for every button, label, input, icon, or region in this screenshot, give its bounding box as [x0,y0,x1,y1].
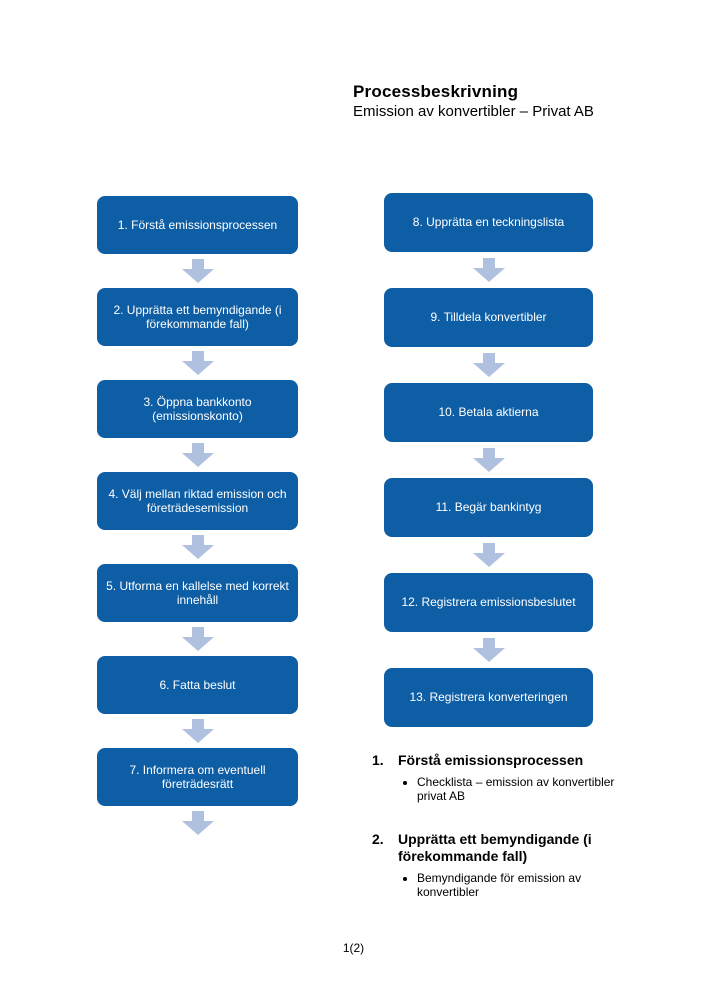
flow-step-1: 1. Förstå emissionsprocessen [97,196,298,254]
flow-step-11: 11. Begär bankintyg [384,478,593,537]
detail-bullet: Checklista – emission av konvertibler pr… [417,775,623,804]
flow-step-13: 13. Registrera konverteringen [384,668,593,727]
detail-number: 2. [372,831,384,848]
document-header: Processbeskrivning Emission av konvertib… [353,82,683,121]
flow-step-8: 8. Upprätta en teckningslista [384,193,593,252]
detail-heading: Upprätta ett bemyndigande (i förekommand… [398,831,592,864]
flow-step-5: 5. Utforma en kallelse med korrekt inneh… [97,564,298,622]
page-title: Processbeskrivning [353,82,519,101]
flow-step-7: 7. Informera om eventuell företrädesrätt [97,748,298,806]
detail-number: 1. [372,752,384,768]
detail-item-2: 2. Upprätta ett bemyndigande (i förekomm… [372,831,630,900]
flow-step-2: 2. Upprätta ett bemyndigande (i förekomm… [97,288,298,346]
flowchart-right-column: 8. Upprätta en teckningslista 9. Tilldel… [384,193,593,727]
detail-heading: Förstå emissionsprocessen [398,752,584,768]
down-arrow-icon [181,443,214,467]
down-arrow-icon [472,543,505,567]
details-list: 1. Förstå emissionsprocessen Checklista … [372,752,630,927]
down-arrow-icon [181,351,214,375]
down-arrow-icon [472,353,505,377]
down-arrow-icon [472,638,505,662]
page-subtitle: Emission av konvertibler – Privat AB [353,102,594,120]
flowchart-left-column: 1. Förstå emissionsprocessen 2. Upprätta… [97,196,298,840]
down-arrow-icon [472,448,505,472]
detail-bullet: Bemyndigande för emission av konvertible… [417,871,623,900]
flow-step-4: 4. Välj mellan riktad emission och föret… [97,472,298,530]
detail-bullets: Bemyndigande för emission av konvertible… [398,871,623,900]
down-arrow-icon [181,535,214,559]
detail-item-1: 1. Förstå emissionsprocessen Checklista … [372,752,630,804]
down-arrow-icon [181,627,214,651]
down-arrow-icon [472,258,505,282]
flow-step-3: 3. Öppna bankkonto (emissionskonto) [97,380,298,438]
page-number: 1(2) [342,941,365,955]
flow-step-10: 10. Betala aktierna [384,383,593,442]
flow-step-9: 9. Tilldela konvertibler [384,288,593,347]
flow-step-6: 6. Fatta beslut [97,656,298,714]
down-arrow-icon [181,811,214,835]
down-arrow-icon [181,719,214,743]
detail-bullets: Checklista – emission av konvertibler pr… [398,775,623,804]
flow-step-12: 12. Registrera emissionsbeslutet [384,573,593,632]
down-arrow-icon [181,259,214,283]
